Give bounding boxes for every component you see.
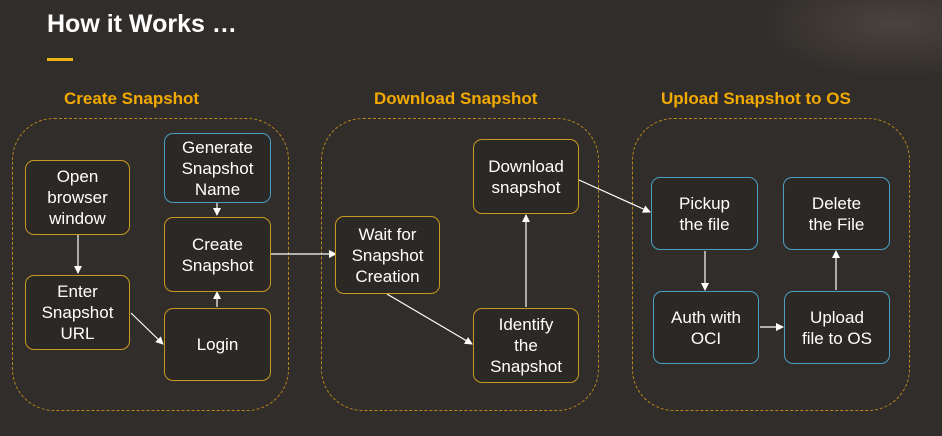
arrow-enter-to-login <box>130 312 164 345</box>
group-create-snapshot <box>12 118 289 411</box>
node-download-snapshot: Download snapshot <box>473 139 579 214</box>
node-open-browser-window: Open browser window <box>25 160 130 235</box>
node-create-snapshot: Create Snapshot <box>164 217 271 292</box>
node-wait-for-snapshot-creation: Wait for Snapshot Creation <box>335 216 440 294</box>
group-upload-snapshot <box>632 118 910 411</box>
group-download-snapshot <box>321 118 599 411</box>
node-delete-file: Delete the File <box>783 177 890 250</box>
title-underline <box>47 58 73 61</box>
node-identify-snapshot: Identify the Snapshot <box>473 308 579 383</box>
arrow-download-to-pickup <box>578 179 651 213</box>
section-title-create: Create Snapshot <box>64 89 200 108</box>
node-enter-snapshot-url: Enter Snapshot URL <box>25 275 130 350</box>
node-upload-file-to-os: Upload file to OS <box>784 291 890 364</box>
node-login: Login <box>164 308 271 381</box>
section-title-upload: Upload Snapshot to OS <box>661 89 851 108</box>
decorative-texture <box>752 0 942 80</box>
arrow-wait-to-identify <box>386 293 473 345</box>
slide-title: How it Works … <box>47 10 237 38</box>
node-pickup-file: Pickup the file <box>651 177 758 250</box>
node-generate-snapshot-name: Generate Snapshot Name <box>164 133 271 203</box>
node-auth-with-oci: Auth with OCI <box>653 291 759 364</box>
section-title-download: Download Snapshot <box>374 89 538 108</box>
